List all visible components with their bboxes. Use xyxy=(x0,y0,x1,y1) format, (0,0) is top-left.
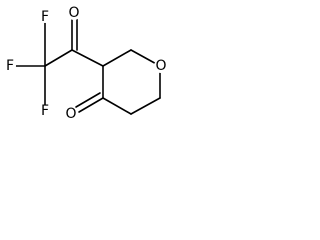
atom-label-f-left: F xyxy=(6,58,14,74)
atom-label-f-top: F xyxy=(41,9,49,25)
bond-c3-c2 xyxy=(102,49,132,67)
bond-cf3-carbonyl xyxy=(44,49,73,67)
bond-c6-c5 xyxy=(130,97,161,115)
atom-labels: O F F F O O xyxy=(4,5,168,122)
structure-svg: O F F F O O xyxy=(4,5,168,122)
atom-label-o-ring: O xyxy=(155,58,166,74)
molecule-drawing: O F F F O O xyxy=(0,0,188,138)
atom-label-o-ketone-ring: O xyxy=(65,106,76,122)
atom-label-f-bottom: F xyxy=(41,103,49,119)
bond-c5-c4 xyxy=(102,97,132,115)
bond-c4-o-1 xyxy=(78,97,104,113)
bond-c4-o-2 xyxy=(75,92,101,108)
bond-carbonyl-c3 xyxy=(71,49,104,67)
atom-label-o-ketone-top: O xyxy=(68,5,79,21)
bonds xyxy=(15,15,161,115)
